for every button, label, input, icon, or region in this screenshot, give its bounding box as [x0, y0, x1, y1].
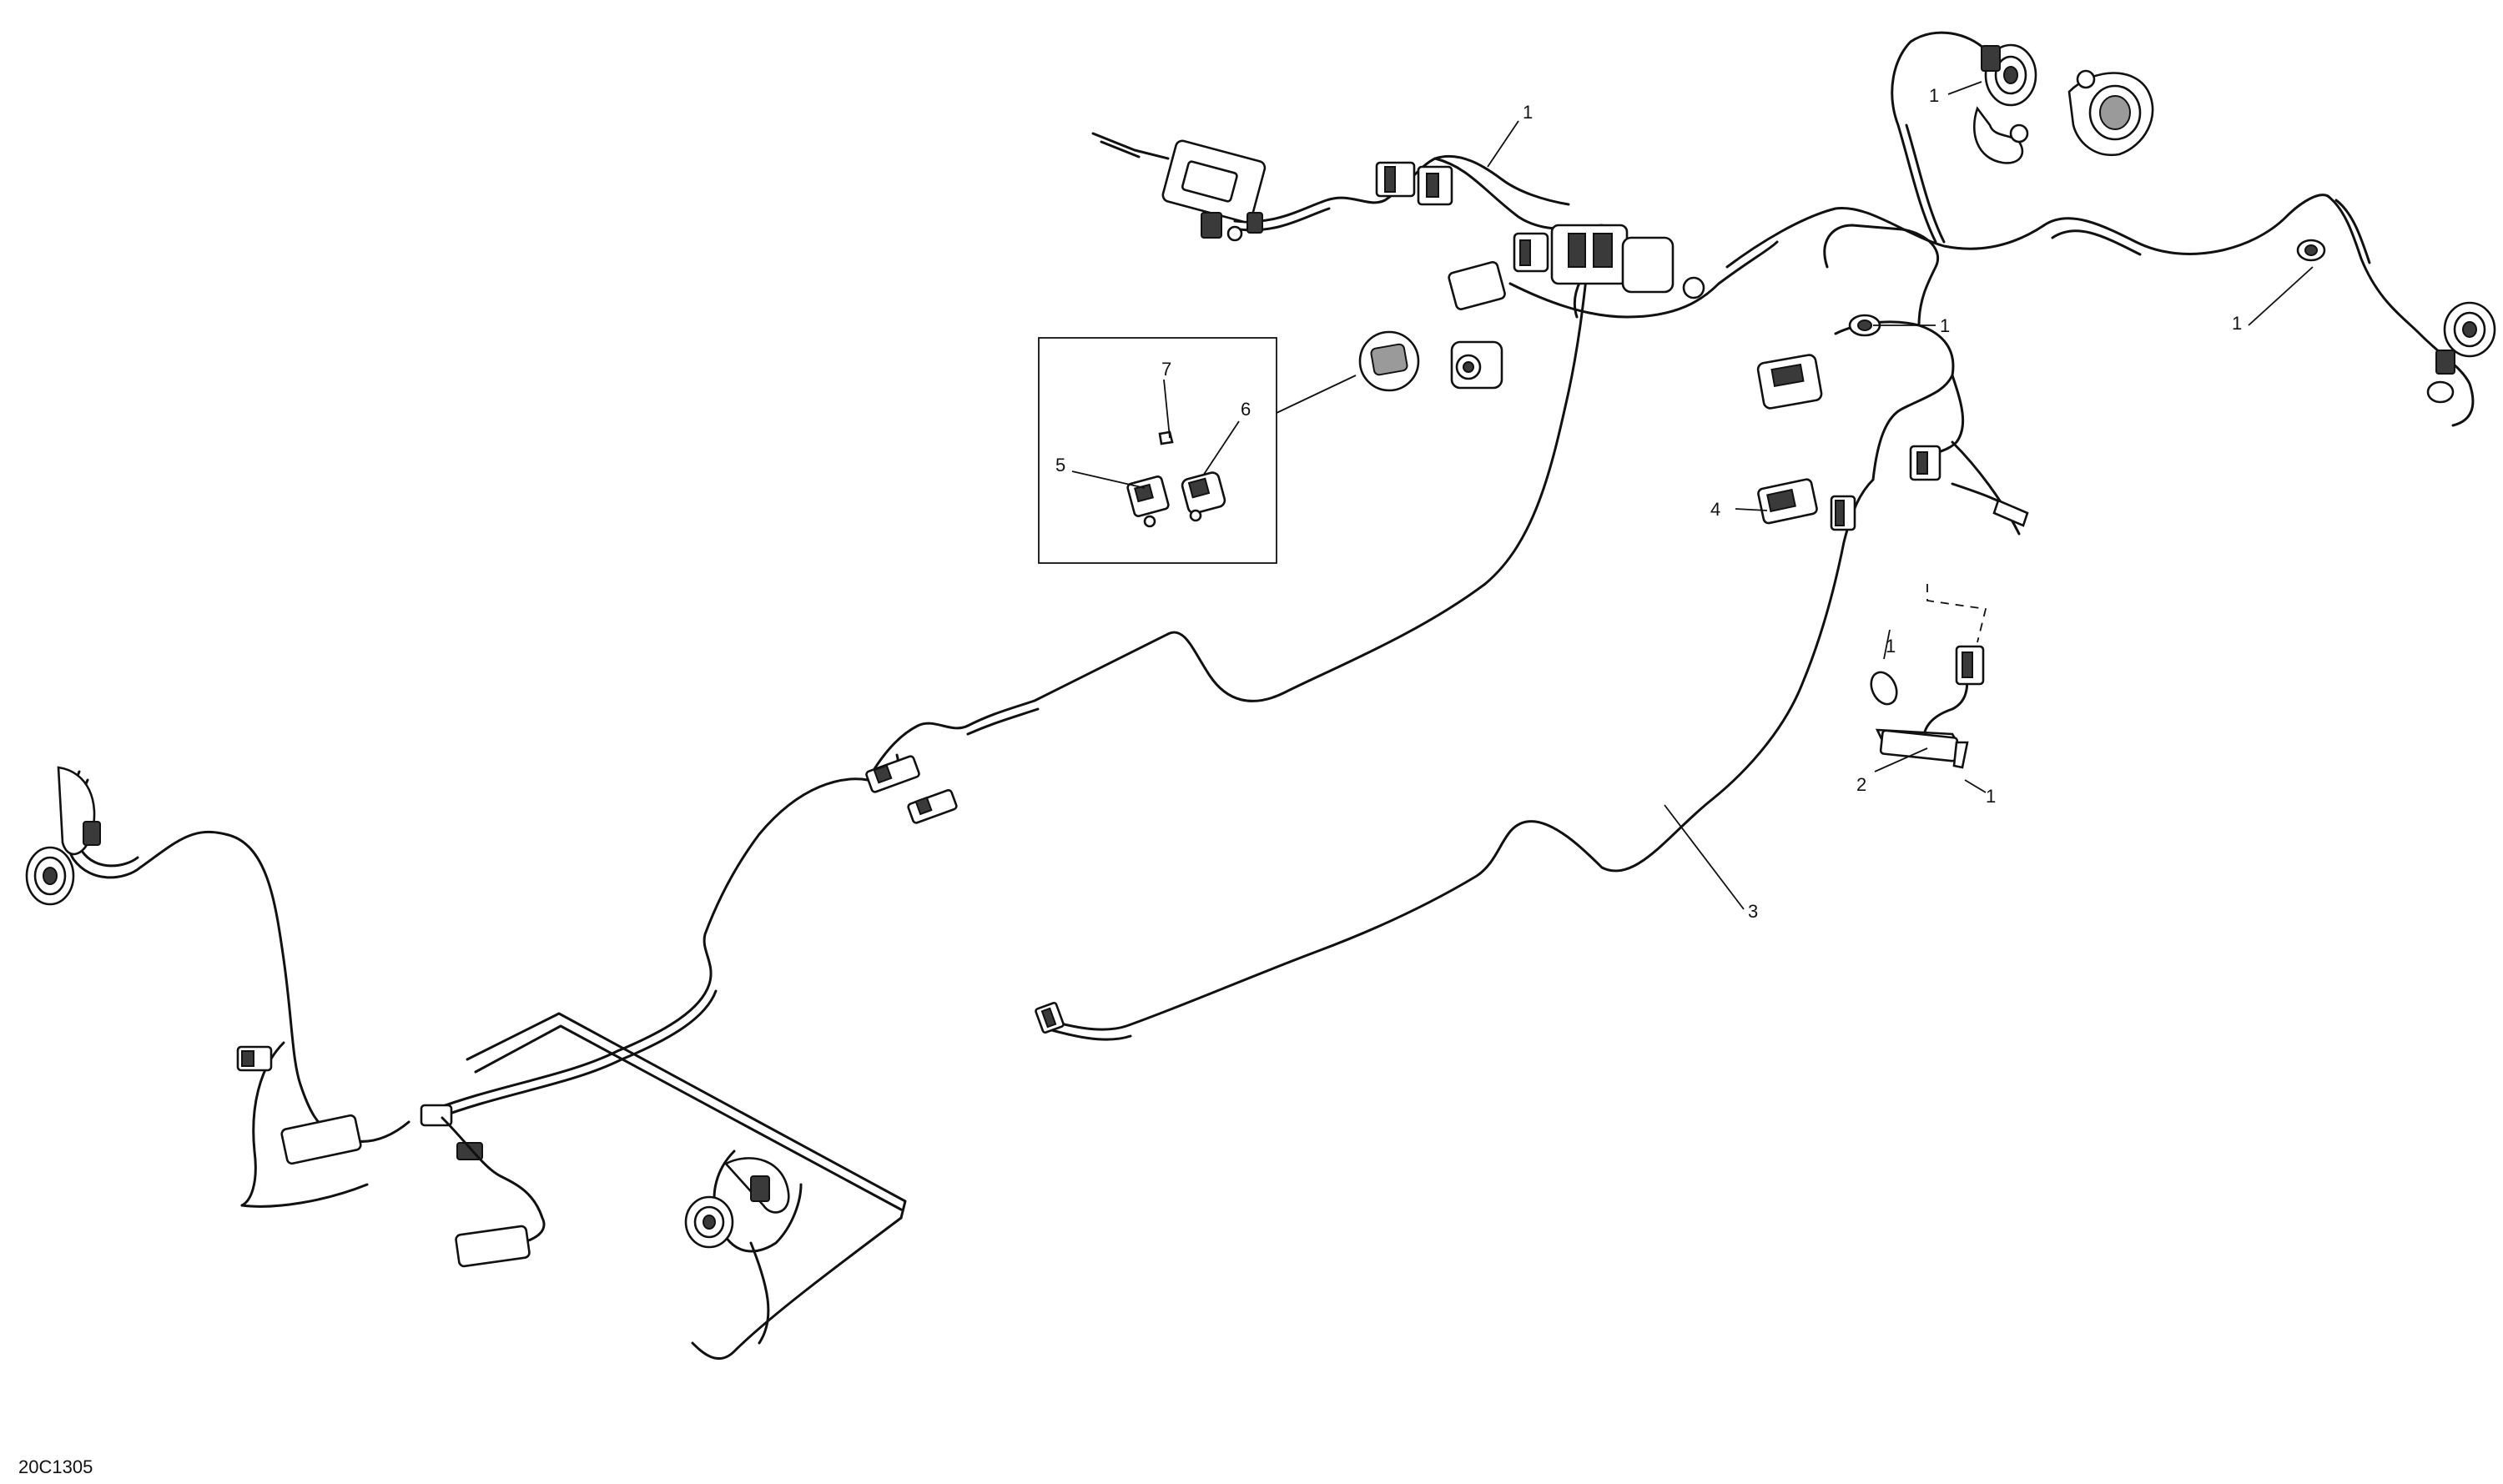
ignition-switch — [1358, 330, 1503, 392]
top-connector-pair — [1375, 161, 1453, 206]
part-4-switch — [1757, 478, 1818, 525]
callout-1-top-right: 1 — [1929, 85, 1939, 106]
far-right-grommet — [2296, 239, 2326, 262]
callout-1-small-right: 1 — [1940, 315, 1950, 336]
callout-7: 7 — [1161, 359, 1171, 380]
inset-box — [1038, 337, 1357, 564]
leaders — [1487, 81, 2314, 910]
callout-1-mid-right: 1 — [1886, 636, 1896, 656]
rear-harness — [1035, 224, 2021, 1041]
rear-harness-connectors — [1756, 314, 2029, 531]
main-harness — [63, 249, 1591, 1361]
part-7-clip — [1158, 430, 1174, 445]
callout-1-bottom-right: 1 — [1986, 786, 1996, 807]
callout-1-top: 1 — [1523, 102, 1533, 123]
top-harness — [1233, 31, 2475, 427]
top-right-lamp-cluster — [1973, 43, 2154, 164]
part-2-module — [1870, 645, 1985, 769]
callout-6: 6 — [1241, 399, 1251, 420]
center-splice-connectors — [865, 755, 958, 824]
center-control-module — [1448, 224, 1705, 310]
callout-5: 5 — [1055, 455, 1065, 475]
callout-3: 3 — [1748, 901, 1758, 922]
diagram-code: 20C1305 — [18, 1456, 93, 1477]
combination-switch — [1091, 132, 1267, 242]
callout-1-far-right: 1 — [2232, 313, 2242, 334]
part-6-key — [1181, 471, 1226, 522]
right-front-lamp — [684, 1157, 790, 1249]
far-right-lamp — [2426, 301, 2496, 404]
callout-4: 4 — [1710, 499, 1720, 520]
dashed-connection — [1926, 584, 1987, 643]
callout-2: 2 — [1856, 774, 1866, 795]
left-front-connectors — [236, 1045, 546, 1268]
left-lamp — [25, 766, 101, 906]
